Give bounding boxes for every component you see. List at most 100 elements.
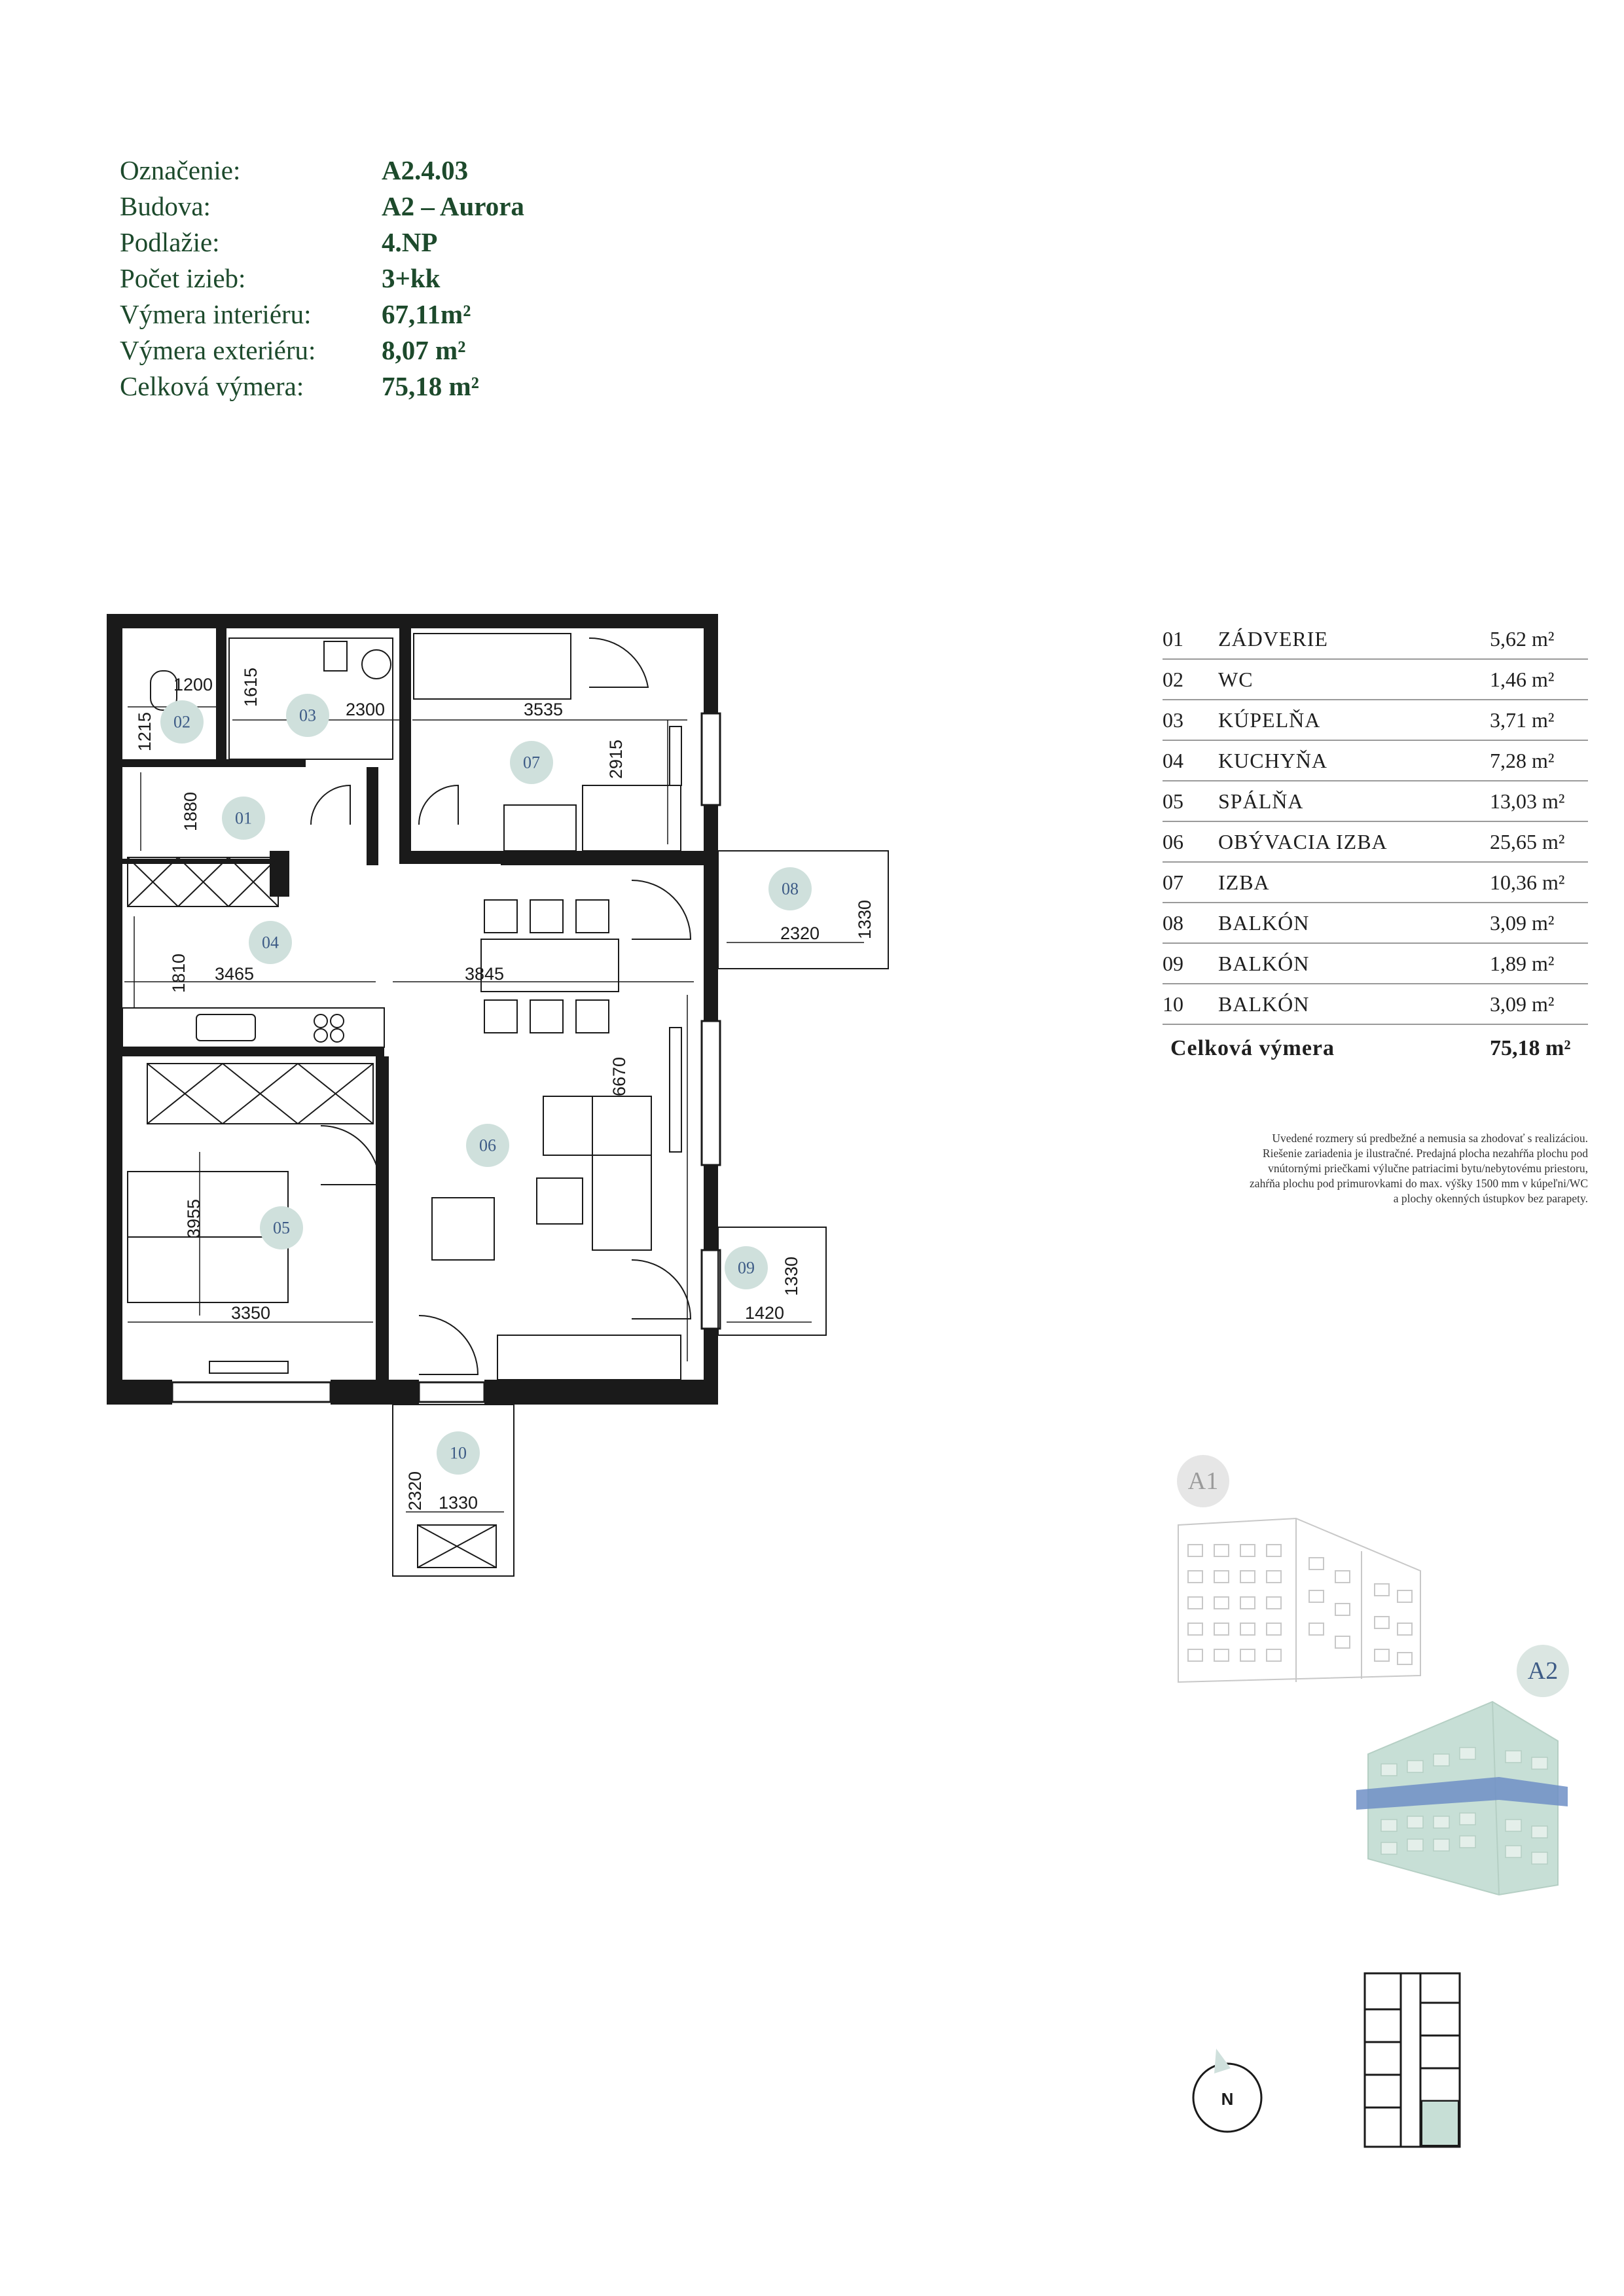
- note-line: zahŕňa plochu pod primurovkami do max. v…: [1250, 1177, 1588, 1190]
- room-num: 05: [1163, 789, 1183, 813]
- key-plan-building: [1363, 1972, 1461, 2148]
- dim-1810: 1810: [169, 954, 189, 993]
- info-label: Podlažie:: [120, 226, 220, 257]
- room-num: 06: [1163, 829, 1183, 853]
- room-area: 1,89 m²: [1490, 951, 1555, 975]
- room-num: 09: [1163, 951, 1183, 975]
- room-area: 13,03 m²: [1490, 789, 1565, 813]
- info-label: Celková výmera:: [120, 370, 304, 401]
- building-a2: A2: [1356, 1645, 1569, 1896]
- room-area: 10,36 m²: [1490, 870, 1565, 894]
- note-line: vnútornými priečkami výlučne patriacimi …: [1268, 1162, 1588, 1175]
- table-row: 04 KUCHYŇA 7,28 m²: [1163, 741, 1588, 781]
- room-name: BALKÓN: [1218, 951, 1310, 975]
- total-label: Celková výmera: [1170, 1036, 1335, 1060]
- room-num: 04: [1163, 748, 1183, 772]
- room-num: 10: [1163, 992, 1183, 1016]
- room-num: 02: [1163, 667, 1183, 691]
- disclaimer-note: Uvedené rozmery sú predbežné a nemusia s…: [1139, 1131, 1588, 1206]
- dim-6670: 6670: [609, 1057, 629, 1096]
- dim-1330-a: 1330: [855, 900, 875, 939]
- table-row: 02 WC 1,46 m²: [1163, 660, 1588, 700]
- table-row: 09 BALKÓN 1,89 m²: [1163, 944, 1588, 984]
- room-num: 08: [1163, 910, 1183, 935]
- dim-1330-c: 1330: [439, 1493, 478, 1513]
- room-area: 25,65 m²: [1490, 829, 1565, 853]
- room-label-10: 10: [450, 1444, 467, 1463]
- dim-1420: 1420: [745, 1303, 784, 1323]
- info-label: Budova:: [120, 190, 211, 221]
- info-label: Výmera interiéru:: [120, 298, 312, 329]
- compass-north-label: N: [1221, 2089, 1234, 2109]
- compass-needle-icon: [1214, 2049, 1231, 2073]
- room-area: 5,62 m²: [1490, 626, 1555, 651]
- room-name: OBÝVACIA IZBA: [1218, 829, 1388, 853]
- room-name: BALKÓN: [1218, 910, 1310, 935]
- dim-3465: 3465: [215, 964, 254, 984]
- info-row: Výmera exteriéru: 8,07 m²: [120, 332, 524, 368]
- table-row: 10 BALKÓN 3,09 m²: [1163, 984, 1588, 1025]
- info-value: 75,18 m²: [382, 370, 479, 401]
- info-row: Označenie: A2.4.03: [120, 152, 524, 188]
- room-label-07: 07: [523, 753, 540, 772]
- note-line: Uvedené rozmery sú predbežné a nemusia s…: [1272, 1132, 1588, 1145]
- total-value: 75,18 m²: [1490, 1036, 1571, 1060]
- note-line: a plochy okenných ústupkov bez parapety.: [1393, 1192, 1588, 1205]
- room-area: 1,46 m²: [1490, 667, 1555, 691]
- room-name: ZÁDVERIE: [1218, 626, 1328, 651]
- table-row: 01 ZÁDVERIE 5,62 m²: [1163, 619, 1588, 660]
- info-row: Celková výmera: 75,18 m²: [120, 368, 524, 404]
- room-label-08: 08: [782, 880, 799, 899]
- info-value: A2.4.03: [382, 154, 469, 185]
- building-a1-label: A1: [1188, 1467, 1218, 1495]
- room-label-06: 06: [479, 1136, 496, 1155]
- info-label: Výmera exteriéru:: [120, 334, 316, 365]
- info-label: Počet izieb:: [120, 262, 246, 293]
- info-row: Výmera interiéru: 67,11m²: [120, 296, 524, 332]
- info-label: Označenie:: [120, 154, 241, 185]
- room-label-01: 01: [235, 809, 252, 828]
- room-label-03: 03: [299, 706, 316, 725]
- room-name: KUCHYŇA: [1218, 748, 1327, 772]
- note-line: Riešenie zariadenia je ilustračné. Preda…: [1262, 1147, 1588, 1160]
- room-name: SPÁLŇA: [1218, 789, 1304, 813]
- dim-3535: 3535: [524, 700, 563, 719]
- dim-1200: 1200: [173, 675, 213, 694]
- room-area: 3,71 m²: [1490, 708, 1555, 732]
- info-value: 67,11m²: [382, 298, 471, 329]
- table-row: 05 SPÁLŇA 13,03 m²: [1163, 781, 1588, 822]
- room-num: 07: [1163, 870, 1183, 894]
- room-name: IZBA: [1218, 870, 1270, 894]
- room-area: 7,28 m²: [1490, 748, 1555, 772]
- room-name: BALKÓN: [1218, 992, 1310, 1016]
- dim-2320-a: 2320: [780, 924, 820, 943]
- room-area: 3,09 m²: [1490, 992, 1555, 1016]
- table-row: 08 BALKÓN 3,09 m²: [1163, 903, 1588, 944]
- room-area: 3,09 m²: [1490, 910, 1555, 935]
- info-value: 4.NP: [382, 226, 438, 257]
- dim-2320-b: 2320: [405, 1471, 425, 1511]
- room-label-05: 05: [273, 1219, 290, 1238]
- building-a1: A1: [1177, 1455, 1421, 1683]
- info-value: 8,07 m²: [382, 334, 466, 365]
- room-num: 01: [1163, 626, 1183, 651]
- room-name: WC: [1218, 667, 1254, 691]
- room-label-02: 02: [173, 713, 190, 732]
- info-value: A2 – Aurora: [382, 190, 524, 221]
- info-row: Budova: A2 – Aurora: [120, 188, 524, 224]
- key-plan-highlight: [1421, 2100, 1459, 2146]
- dim-3845: 3845: [465, 964, 504, 984]
- dim-3955: 3955: [184, 1199, 204, 1238]
- dim-3350: 3350: [231, 1303, 270, 1323]
- dim-1615: 1615: [241, 668, 261, 707]
- room-label-09: 09: [738, 1259, 755, 1278]
- dim-1330-b: 1330: [782, 1257, 801, 1296]
- table-row: 07 IZBA 10,36 m²: [1163, 863, 1588, 903]
- room-num: 03: [1163, 708, 1183, 732]
